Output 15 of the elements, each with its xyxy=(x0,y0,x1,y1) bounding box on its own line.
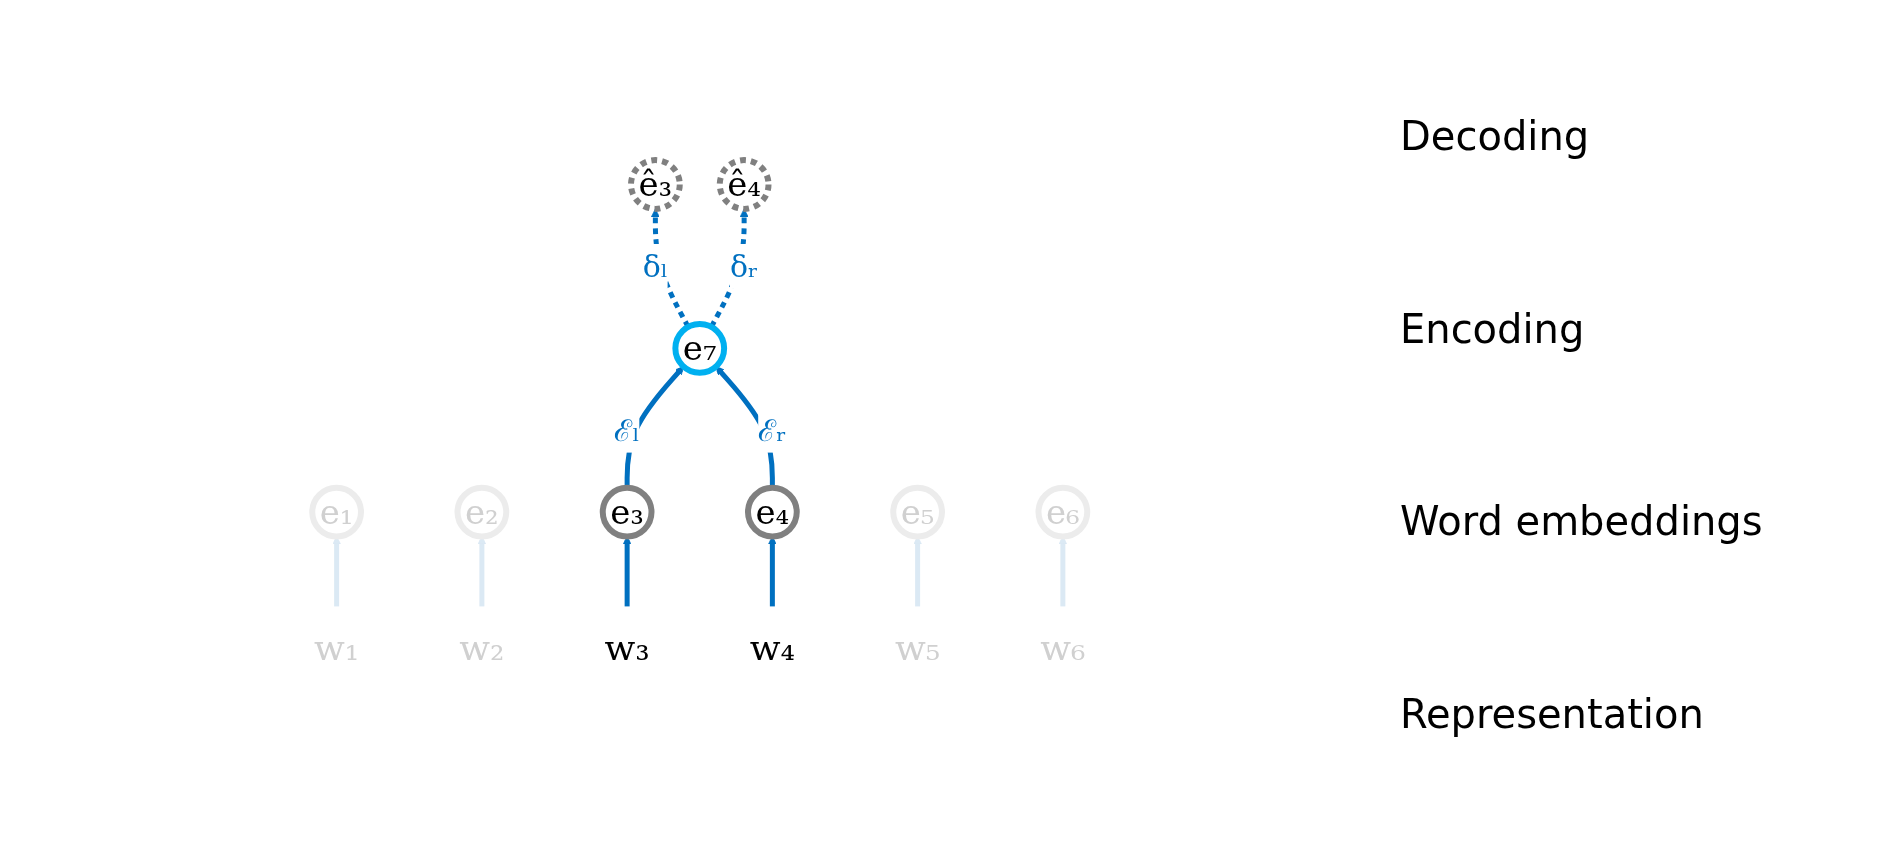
node-circle: e₃ xyxy=(600,484,655,540)
edge-label: ℰᵣ xyxy=(758,412,787,448)
node-circle: ê₃ xyxy=(628,157,683,213)
layer-label: Decoding xyxy=(1400,113,1591,160)
node-circle: e₄ xyxy=(745,484,800,540)
node-circle: ê₄ xyxy=(717,157,772,213)
edge-label: δₗ xyxy=(642,249,669,285)
node-text: w₄ xyxy=(750,627,796,669)
layer-label: Word embeddings xyxy=(1400,498,1764,545)
layer-label: Encoding xyxy=(1400,305,1586,352)
edge-label: δᵣ xyxy=(730,249,759,285)
edge-label: ℰₗ xyxy=(614,412,641,448)
node-text: w₃ xyxy=(604,627,650,669)
layer-label: Representation xyxy=(1400,690,1705,737)
node-circle: e₇ xyxy=(672,321,728,376)
